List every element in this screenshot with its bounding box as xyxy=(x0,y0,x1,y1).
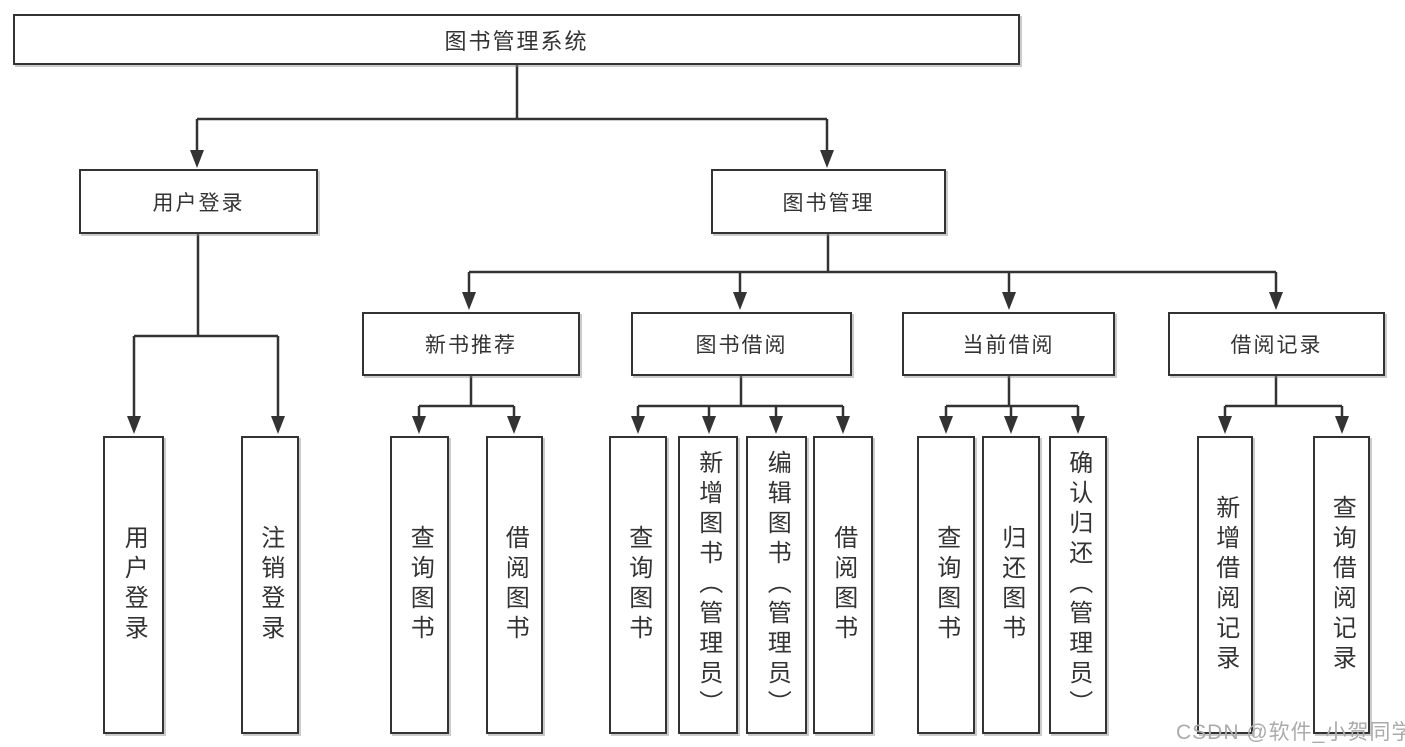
leaf-add-borrow-record: 新增借阅记录 xyxy=(1197,436,1253,734)
leaf-label: 借阅图书 xyxy=(829,525,857,645)
node-label: 当前借阅 xyxy=(962,334,1055,357)
leaf-logout: 注销登录 xyxy=(241,436,299,734)
leaf-query-books-recommend: 查询图书 xyxy=(390,436,449,734)
node-label: 借阅记录 xyxy=(1230,334,1323,357)
node-book-borrowing: 图书借阅 xyxy=(631,312,852,376)
node-borrowing-records: 借阅记录 xyxy=(1168,312,1385,376)
leaf-return-books: 归还图书 xyxy=(982,436,1040,734)
leaf-label: 编辑图书（管理员） xyxy=(763,450,791,720)
node-new-book-recommend: 新书推荐 xyxy=(362,312,580,376)
leaf-borrow-books-recommend: 借阅图书 xyxy=(486,436,543,734)
leaf-user-login: 用户登录 xyxy=(103,436,164,734)
leaf-label: 借阅图书 xyxy=(501,525,529,645)
leaf-label: 查询图书 xyxy=(932,525,960,645)
leaf-query-books-borrowing: 查询图书 xyxy=(609,436,667,734)
node-user-login: 用户登录 xyxy=(79,169,318,234)
node-label: 图书借阅 xyxy=(695,334,788,357)
leaf-query-books-current: 查询图书 xyxy=(917,436,975,734)
leaf-label: 归还图书 xyxy=(997,525,1025,645)
leaf-edit-books-admin: 编辑图书（管理员） xyxy=(746,436,807,734)
leaf-borrow-books-borrowing: 借阅图书 xyxy=(813,436,873,734)
node-library-management-system: 图书管理系统 xyxy=(13,14,1020,65)
leaf-label: 用户登录 xyxy=(120,525,148,645)
node-label: 图书管理 xyxy=(782,191,875,215)
leaf-label: 新增借阅记录 xyxy=(1211,495,1239,675)
leaf-confirm-return-admin: 确认归还（管理员） xyxy=(1049,436,1107,734)
leaf-add-books-admin: 新增图书（管理员） xyxy=(678,436,738,734)
leaf-query-borrow-record: 查询借阅记录 xyxy=(1313,436,1370,734)
node-label: 用户登录 xyxy=(152,191,245,215)
leaf-label: 查询图书 xyxy=(406,525,434,645)
csdn-watermark: CSDN @软件_小贺同学 xyxy=(1176,721,1405,744)
leaf-label: 查询图书 xyxy=(624,525,652,645)
leaf-label: 查询借阅记录 xyxy=(1328,495,1356,675)
node-book-management: 图书管理 xyxy=(711,169,946,234)
node-label: 新书推荐 xyxy=(425,334,517,357)
leaf-label: 新增图书（管理员） xyxy=(694,450,722,720)
tree-edges xyxy=(132,65,1344,418)
node-label: 图书管理系统 xyxy=(444,28,589,54)
leaf-label: 注销登录 xyxy=(256,525,284,645)
leaf-label: 确认归还（管理员） xyxy=(1064,450,1092,720)
node-current-borrowing: 当前借阅 xyxy=(902,312,1115,376)
arrowheads xyxy=(127,150,1349,434)
